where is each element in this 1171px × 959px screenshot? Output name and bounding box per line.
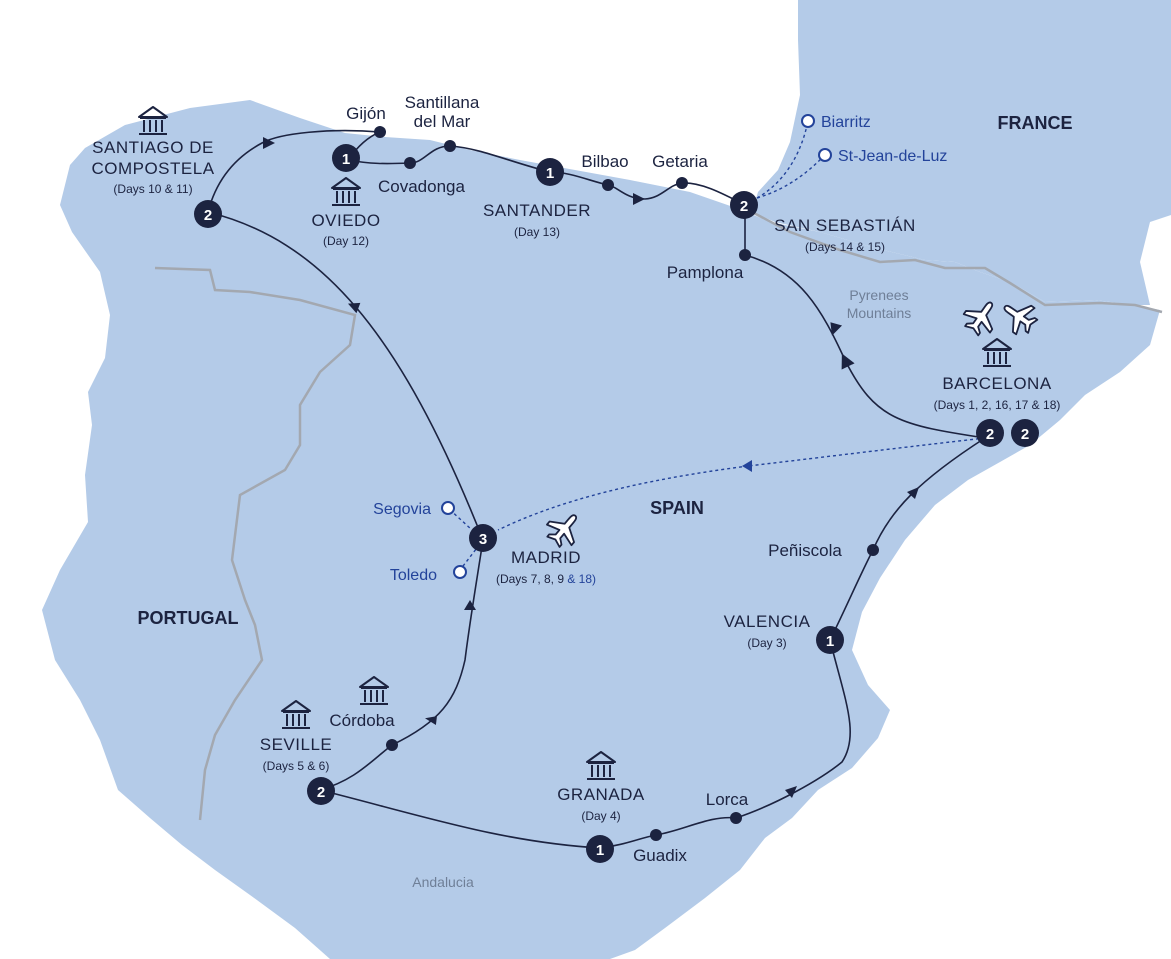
country-label-france: FRANCE (998, 113, 1073, 133)
valencia-label: VALENCIA (724, 612, 811, 631)
optional-points (441, 114, 832, 579)
madrid-label: MADRID (511, 548, 581, 567)
svg-text:2: 2 (317, 784, 325, 801)
granada-label: GRANADA (557, 785, 645, 804)
optional-arrow (742, 460, 752, 472)
biarritz-label: Biarritz (821, 114, 871, 131)
santiago-label-2: COMPOSTELA (91, 159, 214, 178)
badge-santander: 1 (536, 158, 564, 186)
cordoba-label: Córdoba (329, 711, 395, 730)
region-label-pyrenees-2: Mountains (847, 305, 912, 321)
getaria-label: Getaria (652, 152, 708, 171)
badge-barcelona-b: 2 (1011, 419, 1039, 447)
seville-days: (Days 5 & 6) (263, 759, 330, 773)
lorca-label: Lorca (706, 790, 749, 809)
valencia-days: (Day 3) (747, 636, 786, 650)
route-arrows (263, 137, 919, 798)
waypoint-dots (374, 126, 879, 841)
svg-text:2: 2 (1021, 426, 1029, 443)
segovia-label: Segovia (373, 501, 431, 518)
santillana-label: Santillana (405, 93, 480, 112)
toledo-label: Toledo (390, 567, 437, 584)
badge-seville: 2 (307, 777, 335, 805)
badge-santiago: 2 (194, 200, 222, 228)
seville-label: SEVILLE (260, 735, 333, 754)
oviedo-label: OVIEDO (311, 211, 380, 230)
svg-text:1: 1 (826, 633, 834, 650)
country-label-spain: SPAIN (650, 498, 704, 518)
svg-text:1: 1 (342, 151, 350, 168)
france-spain-border (751, 210, 1163, 314)
santiago-days: (Days 10 & 11) (113, 182, 192, 196)
san-sebastian-days: (Days 14 & 15) (805, 240, 885, 254)
country-label-portugal: PORTUGAL (138, 608, 239, 628)
santillana-label-2: del Mar (414, 112, 471, 131)
pamplona-label: Pamplona (667, 263, 744, 282)
france-landmass (752, 0, 1171, 305)
svg-text:2: 2 (740, 198, 748, 215)
badge-madrid: 3 (469, 524, 497, 552)
badge-valencia: 1 (816, 626, 844, 654)
svg-text:2: 2 (204, 207, 212, 224)
bilbao-label: Bilbao (581, 152, 628, 171)
badge-san-sebastian: 2 (730, 191, 758, 219)
badge-barcelona-a: 2 (976, 419, 1004, 447)
guadix-label: Guadix (633, 846, 687, 865)
oviedo-days: (Day 12) (323, 234, 369, 248)
svg-text:1: 1 (596, 842, 604, 859)
svg-text:3: 3 (479, 531, 487, 548)
portugal-spain-border (154, 266, 357, 821)
badge-oviedo: 1 (332, 144, 360, 172)
region-label-pyrenees: Pyrenees (849, 287, 908, 303)
svg-text:2: 2 (986, 426, 994, 443)
santander-days: (Day 13) (514, 225, 560, 239)
peniscola-label: Peñiscola (768, 541, 842, 560)
barcelona-days: (Days 1, 2, 16, 17 & 18) (934, 398, 1061, 412)
st-jean-de-luz-label: St-Jean-de-Luz (838, 148, 947, 165)
granada-days: (Day 4) (581, 809, 620, 823)
gijon-label: Gijón (346, 104, 386, 123)
region-label-andalucia: Andalucia (412, 874, 474, 890)
covadonga-label: Covadonga (378, 177, 466, 196)
santander-label: SANTANDER (483, 201, 591, 220)
san-sebastian-label: SAN SEBASTIÁN (774, 216, 916, 235)
tour-route (207, 129, 986, 849)
santiago-label: SANTIAGO DE (92, 138, 214, 157)
badge-granada: 1 (586, 835, 614, 863)
svg-text:1: 1 (546, 165, 554, 182)
madrid-days: (Days 7, 8, 9 & 18) (496, 572, 596, 586)
iberia-landmass (42, 100, 1160, 959)
barcelona-label: BARCELONA (942, 374, 1052, 393)
